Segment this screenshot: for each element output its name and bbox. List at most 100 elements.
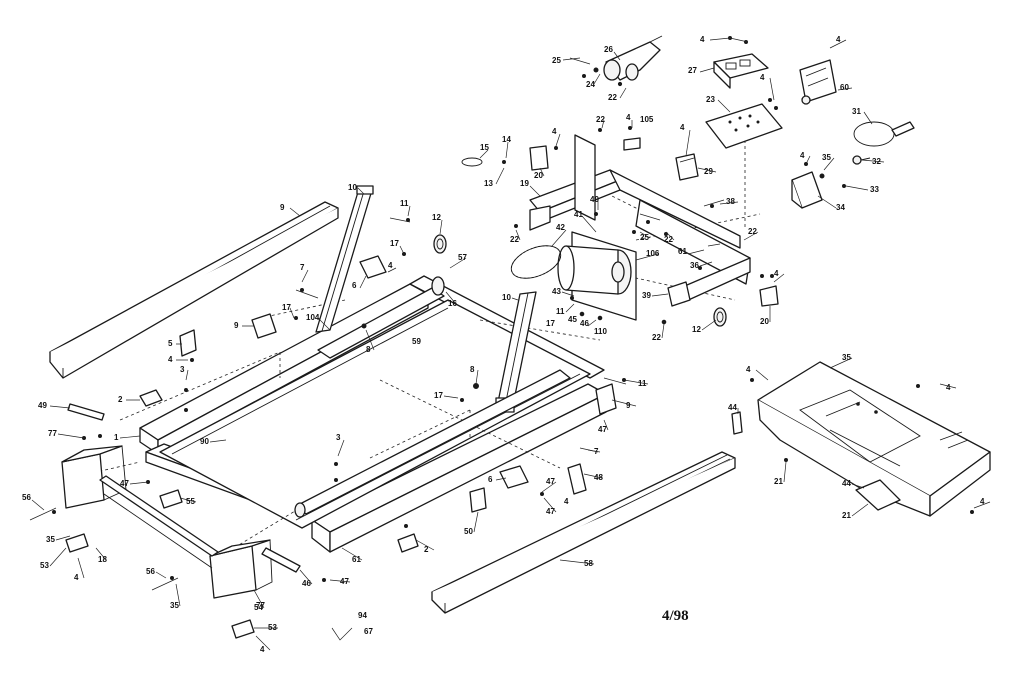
callout-54: 54 [254, 603, 263, 612]
callout-4: 4 [168, 355, 173, 364]
callout-4: 4 [564, 497, 569, 506]
callout-22: 22 [608, 93, 617, 102]
rear-roller [317, 276, 445, 359]
callout-77: 77 [256, 601, 265, 610]
callout-35: 35 [170, 601, 179, 610]
callout-110: 110 [594, 327, 607, 336]
callout-11: 11 [556, 307, 565, 316]
callout-36: 36 [690, 261, 699, 270]
callout-4: 4 [626, 113, 631, 122]
callout-2: 2 [118, 395, 123, 404]
callout-4: 4 [260, 645, 265, 654]
callout-22: 22 [748, 227, 757, 236]
controller-board [705, 103, 783, 149]
callout-53: 53 [268, 623, 277, 632]
callout-8: 8 [470, 365, 475, 374]
end-cap-right [209, 539, 273, 599]
callout-1: 1 [114, 433, 119, 442]
side-rail-right [431, 451, 736, 614]
callout-35: 35 [46, 535, 55, 544]
callout-27: 27 [688, 66, 697, 75]
callout-105: 105 [640, 115, 654, 124]
callout-56: 56 [22, 493, 31, 502]
callout-20: 20 [760, 317, 769, 326]
deck [159, 299, 591, 529]
callout-3: 3 [180, 365, 185, 374]
callout-22: 22 [596, 115, 605, 124]
callout-17: 17 [546, 319, 555, 328]
callout-43: 43 [552, 287, 561, 296]
motor-hood [757, 361, 991, 517]
callout-4: 4 [746, 365, 751, 374]
callout-34: 34 [836, 203, 845, 212]
callout-47: 47 [120, 479, 129, 488]
lift-frame-assembly [529, 134, 751, 303]
callout-24: 24 [586, 80, 595, 89]
callout-12: 12 [432, 213, 441, 222]
callout-50: 50 [464, 527, 473, 536]
callout-4: 4 [680, 123, 685, 132]
callout-61: 61 [678, 247, 687, 256]
motor-assembly [557, 231, 637, 321]
date-mark: 4/98 [662, 608, 689, 624]
callout-12: 12 [692, 325, 701, 334]
callout-94: 94 [358, 611, 367, 620]
callout-44: 44 [728, 403, 737, 412]
callout-22: 22 [664, 235, 673, 244]
end-cap-left [61, 445, 127, 509]
callout-21: 21 [774, 477, 783, 486]
side-rail-left [49, 201, 339, 379]
callout-61: 61 [352, 555, 361, 564]
assembly-guides [69, 140, 761, 561]
callout-4: 4 [980, 497, 985, 506]
callout-46: 46 [302, 579, 311, 588]
callout-4: 4 [946, 383, 951, 392]
callout-5: 5 [168, 339, 173, 348]
callout-31: 31 [852, 107, 861, 116]
upright-left [315, 185, 374, 333]
callout-47: 47 [598, 425, 607, 434]
callout-4: 4 [836, 35, 841, 44]
motor-controller-bracket [713, 53, 769, 89]
callout-21: 21 [842, 511, 851, 520]
callout-33: 33 [870, 185, 879, 194]
callout-14: 14 [502, 135, 511, 144]
hardware [29, 36, 974, 641]
callout-17: 17 [434, 391, 443, 400]
callout-46: 46 [580, 319, 589, 328]
callout-53: 53 [40, 561, 49, 570]
callout-7: 7 [300, 263, 305, 272]
callout-106: 106 [646, 249, 660, 258]
callout-38: 38 [726, 197, 735, 206]
callout-17: 17 [390, 239, 399, 248]
callout-22: 22 [510, 235, 519, 244]
callout-19: 19 [520, 179, 529, 188]
callout-57: 57 [458, 253, 467, 262]
callout-10: 10 [348, 183, 357, 192]
callout-3: 3 [336, 433, 341, 442]
callout-20: 20 [534, 171, 543, 180]
callout-11: 11 [638, 379, 647, 388]
callout-18: 18 [98, 555, 107, 564]
callout-6: 6 [488, 475, 493, 484]
callout-22: 22 [652, 333, 661, 342]
transformer [799, 59, 837, 105]
front-crossbar [99, 475, 219, 569]
front-roller [294, 369, 571, 518]
callout-9: 9 [234, 321, 239, 330]
callout-25: 25 [552, 56, 561, 65]
callout-9: 9 [280, 203, 285, 212]
wheel-left [433, 234, 447, 254]
callout-90: 90 [200, 437, 209, 446]
callout-6: 6 [352, 281, 357, 290]
drive-belt [510, 245, 562, 279]
callout-17: 17 [282, 303, 291, 312]
callout-55: 55 [186, 497, 195, 506]
callout-4: 4 [74, 573, 79, 582]
mounting-bracket [791, 171, 823, 209]
callout-49: 49 [38, 401, 47, 410]
circuit-breaker [852, 155, 871, 165]
callout-47: 47 [546, 477, 555, 486]
callout-56: 56 [146, 567, 155, 576]
callout-41: 41 [574, 210, 583, 219]
